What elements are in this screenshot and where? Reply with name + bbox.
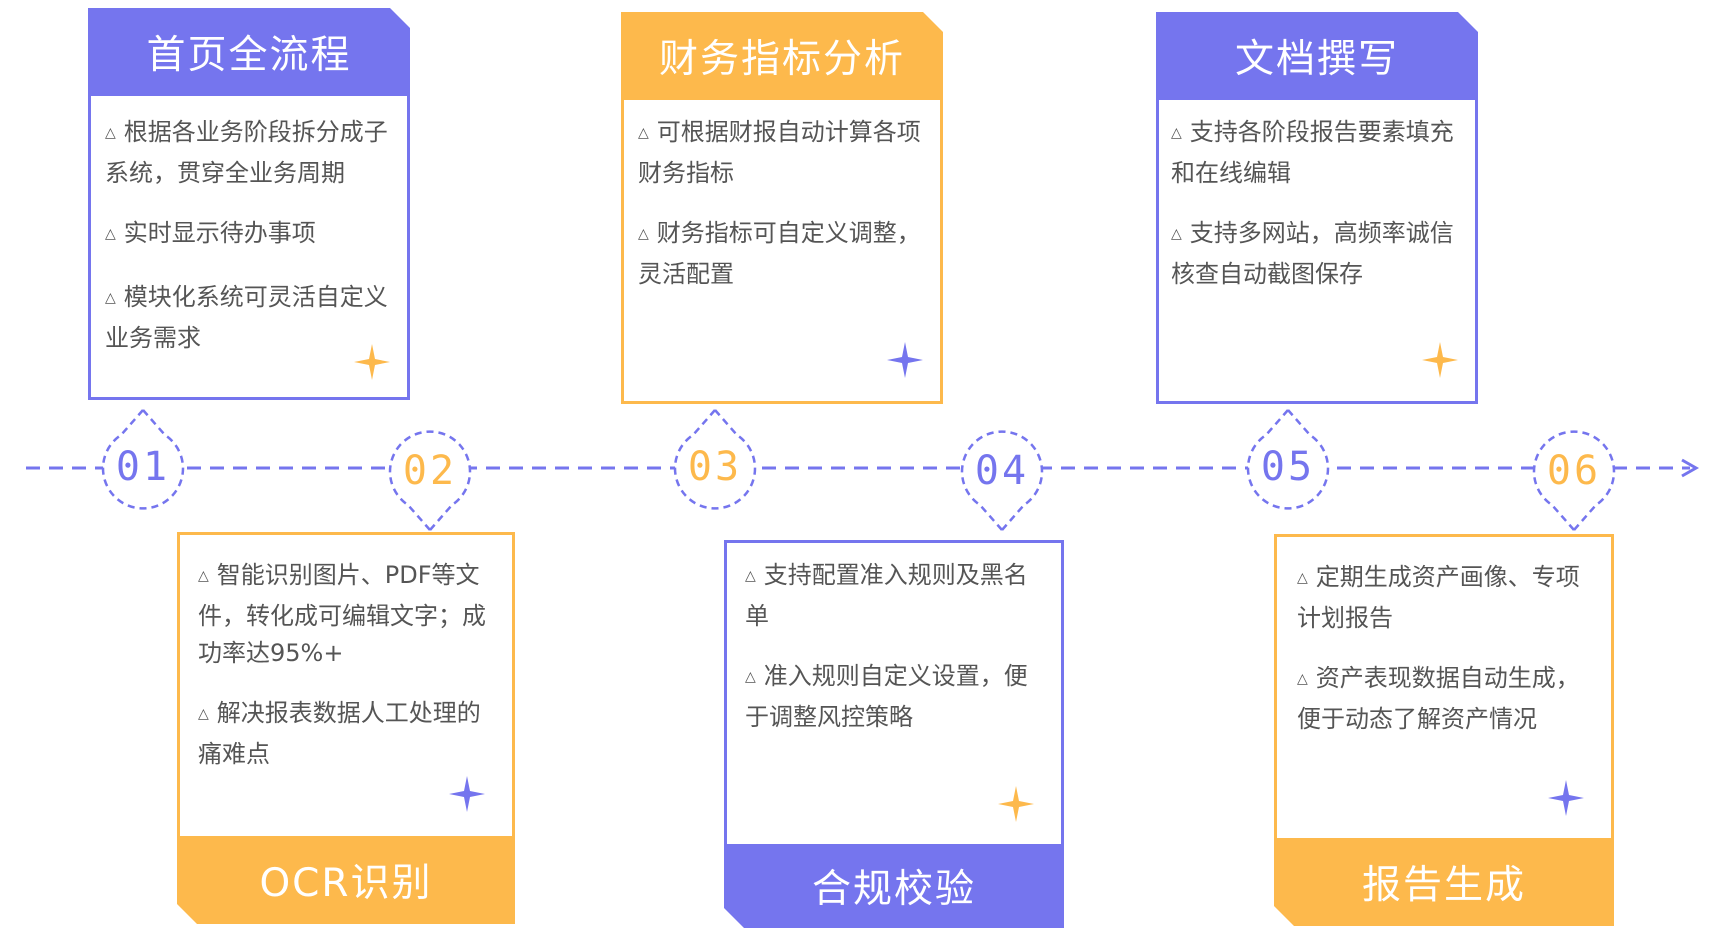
step-card-06: △定期生成资产画像、专项计划报告 △资产表现数据自动生成，便于动态了解资产情况 … — [1274, 534, 1614, 926]
sparkle-icon — [449, 776, 485, 812]
triangle-icon: △ — [105, 290, 116, 306]
timeline-node-04 — [960, 430, 1044, 532]
timeline-node-05 — [1246, 408, 1330, 510]
bullet-item: △模块化系统可灵活自定义业务需求 — [105, 283, 388, 352]
step-body-04: △支持配置准入规则及黑名单 △准入规则自定义设置，便于调整风控策略 — [724, 540, 1064, 844]
step-number-01: 01 — [115, 444, 171, 490]
step-card-04: △支持配置准入规则及黑名单 △准入规则自定义设置，便于调整风控策略 合规校验 — [724, 540, 1064, 928]
timeline-arrow — [1681, 458, 1700, 478]
timeline-node-02 — [388, 430, 472, 532]
bullet-item: △资产表现数据自动生成，便于动态了解资产情况 — [1297, 664, 1580, 733]
triangle-icon: △ — [1171, 125, 1182, 141]
triangle-icon: △ — [638, 226, 649, 242]
step-title-05: 文档撰写 — [1156, 12, 1478, 100]
bullet-item: △支持配置准入规则及黑名单 — [745, 561, 1028, 630]
step-card-05: 文档撰写 △支持各阶段报告要素填充和在线编辑 △支持多网站，高频率诚信核查自动截… — [1156, 12, 1478, 404]
bullet-item: △财务指标可自定义调整，灵活配置 — [638, 219, 921, 288]
timeline-node-06 — [1532, 430, 1616, 532]
bullet-item: △准入规则自定义设置，便于调整风控策略 — [745, 662, 1028, 731]
sparkle-icon — [1422, 342, 1458, 378]
step-title-01: 首页全流程 — [88, 8, 410, 96]
bullet-item: △实时显示待办事项 — [105, 219, 316, 247]
bullet-item: △支持多网站，高频率诚信核查自动截图保存 — [1171, 219, 1454, 288]
step-title-06: 报告生成 — [1274, 838, 1614, 926]
timeline-node-03 — [673, 408, 757, 510]
step-title-03: 财务指标分析 — [621, 12, 943, 100]
bullet-item: △支持各阶段报告要素填充和在线编辑 — [1171, 118, 1454, 187]
triangle-icon: △ — [198, 706, 209, 722]
bullet-item: △可根据财报自动计算各项财务指标 — [638, 118, 921, 187]
timeline-node-01 — [101, 408, 185, 510]
bullet-item: △智能识别图片、PDF等文件，转化成可编辑文字；成功率达95%+ — [198, 561, 486, 667]
step-number-04: 04 — [974, 448, 1030, 494]
step-body-02: △智能识别图片、PDF等文件，转化成可编辑文字；成功率达95%+ △解决报表数据… — [177, 532, 515, 836]
bullet-item: △根据各业务阶段拆分成子系统，贯穿全业务周期 — [105, 118, 388, 187]
bullet-item: △定期生成资产画像、专项计划报告 — [1297, 563, 1580, 632]
step-body-01: △根据各业务阶段拆分成子系统，贯穿全业务周期 △实时显示待办事项 △模块化系统可… — [88, 96, 410, 400]
triangle-icon: △ — [638, 125, 649, 141]
bullet-item: △解决报表数据人工处理的痛难点 — [198, 699, 481, 768]
step-number-06: 06 — [1546, 448, 1602, 494]
triangle-icon: △ — [105, 226, 116, 242]
step-card-01: 首页全流程 △根据各业务阶段拆分成子系统，贯穿全业务周期 △实时显示待办事项 △… — [88, 8, 410, 400]
sparkle-icon — [1548, 780, 1584, 816]
step-body-03: △可根据财报自动计算各项财务指标 △财务指标可自定义调整，灵活配置 — [621, 100, 943, 404]
triangle-icon: △ — [1297, 671, 1308, 687]
triangle-icon: △ — [198, 568, 209, 584]
step-number-03: 03 — [687, 444, 743, 490]
triangle-icon: △ — [1297, 570, 1308, 586]
triangle-icon: △ — [745, 669, 756, 685]
triangle-icon: △ — [745, 568, 756, 584]
triangle-icon: △ — [105, 125, 116, 141]
step-title-02: OCR识别 — [177, 836, 515, 924]
step-body-06: △定期生成资产画像、专项计划报告 △资产表现数据自动生成，便于动态了解资产情况 — [1274, 534, 1614, 838]
triangle-icon: △ — [1171, 226, 1182, 242]
step-card-02: △智能识别图片、PDF等文件，转化成可编辑文字；成功率达95%+ △解决报表数据… — [177, 532, 515, 924]
sparkle-icon — [354, 344, 390, 380]
step-number-02: 02 — [402, 448, 458, 494]
sparkle-icon — [998, 786, 1034, 822]
step-title-04: 合规校验 — [724, 844, 1064, 928]
sparkle-icon — [887, 342, 923, 378]
step-body-05: △支持各阶段报告要素填充和在线编辑 △支持多网站，高频率诚信核查自动截图保存 — [1156, 100, 1478, 404]
step-number-05: 05 — [1260, 444, 1316, 490]
step-card-03: 财务指标分析 △可根据财报自动计算各项财务指标 △财务指标可自定义调整，灵活配置 — [621, 12, 943, 404]
